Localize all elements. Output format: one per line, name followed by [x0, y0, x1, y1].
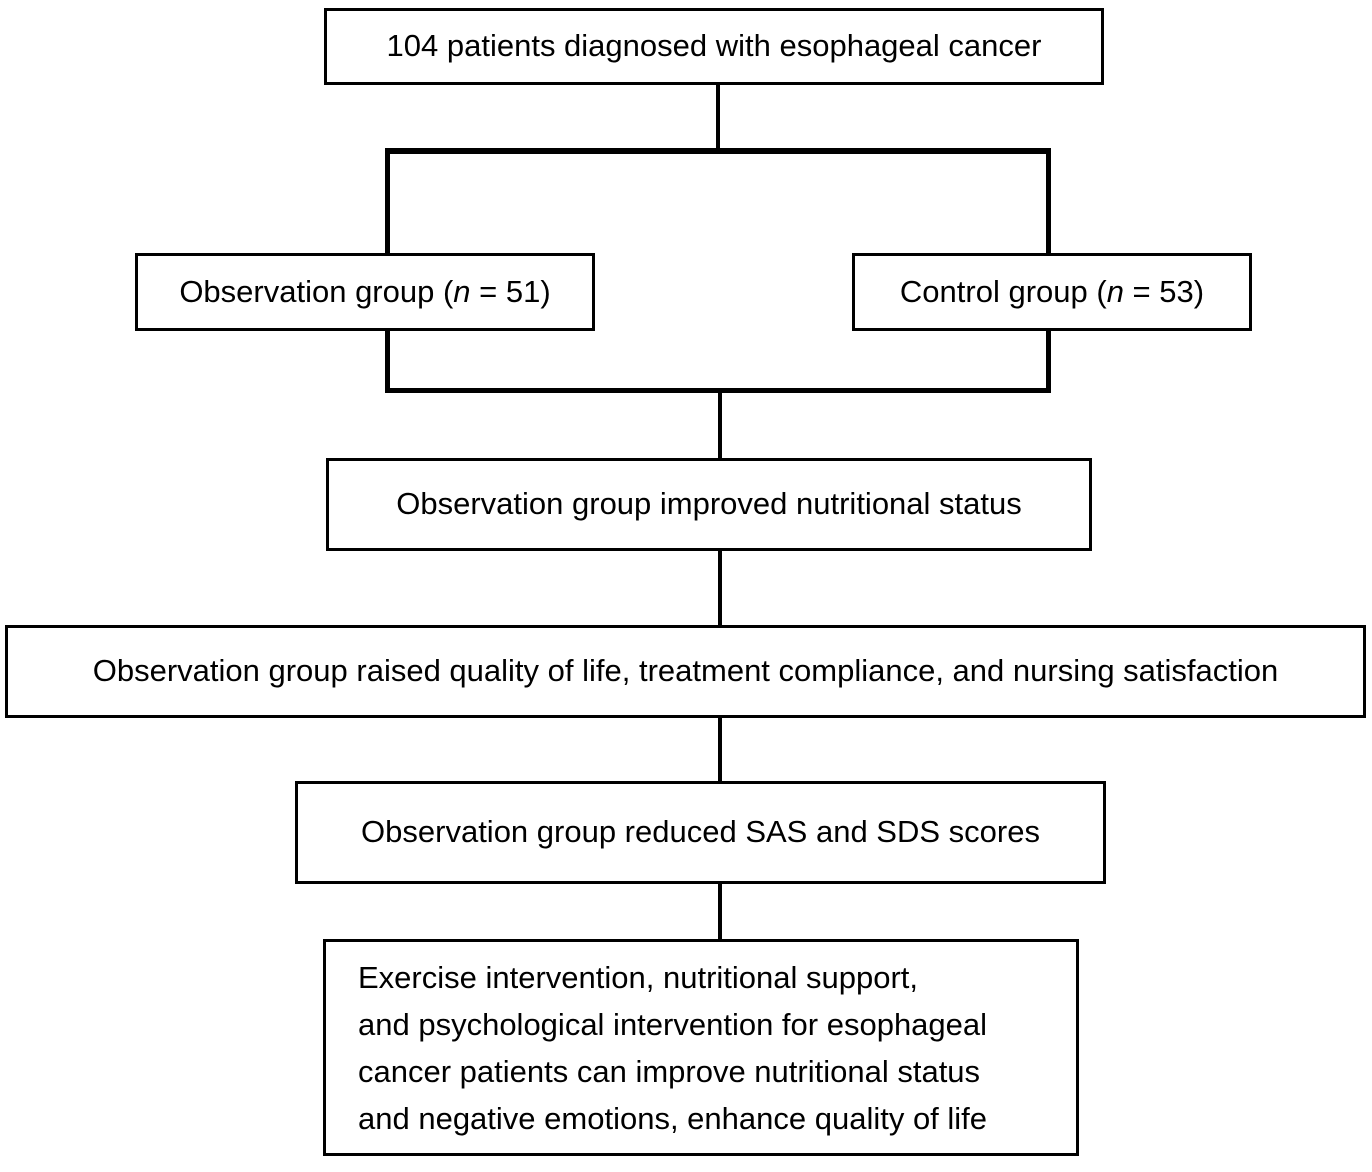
box-control-group: Control group (n = 53) — [852, 253, 1252, 331]
connector-branch-right-vertical-line — [1046, 148, 1051, 253]
box-improved-nutritional-status: Observation group improved nutritional s… — [326, 458, 1092, 551]
conclusion-line-2: and psychological intervention for esoph… — [358, 1006, 988, 1042]
observation-n-variable: n — [453, 273, 471, 309]
control-n-variable: n — [1106, 273, 1124, 309]
connector-quality-to-scores-line — [718, 718, 722, 781]
patients-total-label: 104 patients diagnosed with esophageal c… — [386, 28, 1042, 64]
conclusion-line-3: cancer patients can improve nutritional … — [358, 1053, 981, 1089]
control-group-label: Control group (n = 53) — [899, 273, 1205, 309]
connector-merge-right-vertical-line — [1046, 331, 1051, 391]
connector-merge-left-vertical-line — [385, 331, 390, 391]
connector-merge-horizontal-line — [385, 388, 1051, 393]
connector-nutrition-to-quality-line — [718, 551, 722, 625]
connector-merge-center-vertical-line — [718, 391, 722, 458]
connector-scores-to-conclusion-line — [718, 884, 722, 939]
connector-top-vertical-line — [716, 84, 720, 151]
reduced-scores-label: Observation group reduced SAS and SDS sc… — [361, 814, 1040, 850]
conclusion-line-4: and negative emotions, enhance quality o… — [358, 1100, 988, 1136]
box-reduced-sas-sds-scores: Observation group reduced SAS and SDS sc… — [295, 781, 1106, 884]
box-observation-group: Observation group (n = 51) — [135, 253, 595, 331]
conclusion-line-1: Exercise intervention, nutritional suppo… — [358, 959, 919, 995]
observation-group-label: Observation group (n = 51) — [179, 273, 551, 309]
connector-branch-left-vertical-line — [385, 148, 390, 253]
box-quality-of-life: Observation group raised quality of life… — [5, 625, 1366, 718]
box-patients-total: 104 patients diagnosed with esophageal c… — [324, 8, 1104, 85]
box-conclusion: Exercise intervention, nutritional suppo… — [323, 939, 1079, 1156]
quality-of-life-label: Observation group raised quality of life… — [92, 653, 1279, 689]
improved-nutritional-status-label: Observation group improved nutritional s… — [396, 486, 1022, 522]
connector-branch-horizontal-line — [385, 148, 1051, 154]
